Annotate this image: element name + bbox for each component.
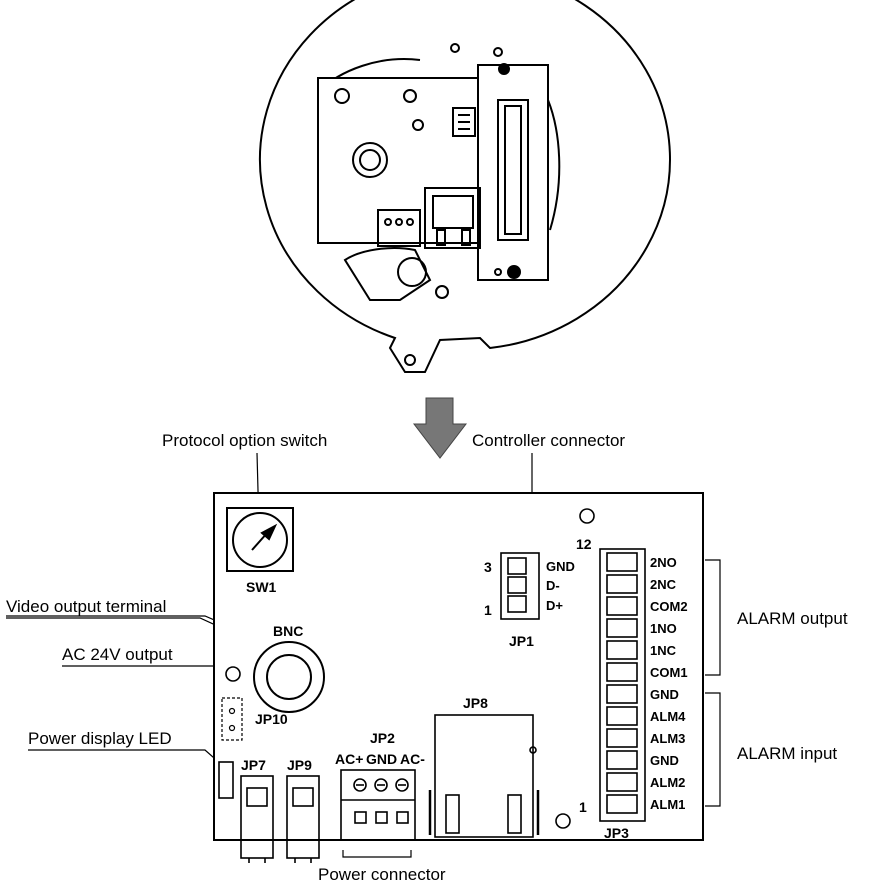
jp2-pin-3: AC- (400, 751, 425, 767)
power-led (218, 761, 234, 799)
callout-controller-connector: Controller connector (472, 431, 625, 450)
mounting-holes (225, 508, 595, 829)
jp1-connector (500, 552, 540, 620)
jp1-pin-gnd: GND (546, 559, 575, 574)
jp9-connector (286, 775, 320, 863)
jp1-pin-dminus: D- (546, 578, 560, 593)
jp9-label: JP9 (287, 757, 312, 773)
jp3-terminal-strip (599, 548, 646, 822)
jp1-label: JP1 (509, 633, 534, 649)
sw1-switch (226, 507, 294, 572)
jp3-pin-9: ALM3 (650, 731, 685, 746)
jp3-pin-5: 1NC (650, 643, 677, 658)
jp3-num-bottom: 1 (579, 799, 587, 815)
jp3-label: JP3 (604, 825, 629, 841)
callout-video-output-terminal: Video output terminal (6, 597, 166, 616)
bnc-connector (253, 641, 325, 713)
jp2-pin-2: GND (366, 751, 397, 767)
jp1-pin-dplus: D+ (546, 598, 563, 613)
jp7-label: JP7 (241, 757, 266, 773)
jp8-label: JP8 (463, 695, 488, 711)
jp3-pin-12: ALM1 (650, 797, 685, 812)
callout-power-connector: Power connector (318, 865, 446, 884)
jp2-label: JP2 (370, 730, 395, 746)
jp10-label: JP10 (255, 711, 288, 727)
jp2-pin-1: AC+ (335, 751, 363, 767)
jp3-pin-6: COM1 (650, 665, 688, 680)
jp8-connector (428, 714, 540, 838)
board-outline (213, 492, 704, 841)
jp2-terminal-block (340, 769, 416, 841)
jp3-pin-4: 1NO (650, 621, 677, 636)
jp1-num-bottom: 1 (484, 602, 492, 618)
callout-power-display-led: Power display LED (28, 729, 172, 748)
jp3-pin-10: GND (650, 753, 679, 768)
callout-ac24v-output: AC 24V output (62, 645, 173, 664)
camera-base-illustration (258, 0, 671, 373)
jp3-pin-2: 2NC (650, 577, 677, 592)
sw1-label: SW1 (246, 579, 277, 595)
callout-protocol-option-switch: Protocol option switch (162, 431, 327, 450)
jp3-pin-3: COM2 (650, 599, 688, 614)
jp3-pin-labels: 2NO 2NC COM2 1NO 1NC COM1 GND ALM4 ALM3 … (650, 555, 688, 812)
jp3-pin-11: ALM2 (650, 775, 685, 790)
jp10-connector (221, 697, 243, 741)
callout-alarm-output: ALARM output (737, 609, 848, 628)
jp3-pin-1: 2NO (650, 555, 677, 570)
jp3-pin-7: GND (650, 687, 679, 702)
down-arrow-icon (412, 397, 468, 459)
jp1-num-top: 3 (484, 559, 492, 575)
jp3-pin-8: ALM4 (650, 709, 686, 724)
bnc-label: BNC (273, 623, 303, 639)
jp7-connector (240, 775, 274, 863)
jp3-num-top: 12 (576, 536, 592, 552)
callout-alarm-input: ALARM input (737, 744, 837, 763)
